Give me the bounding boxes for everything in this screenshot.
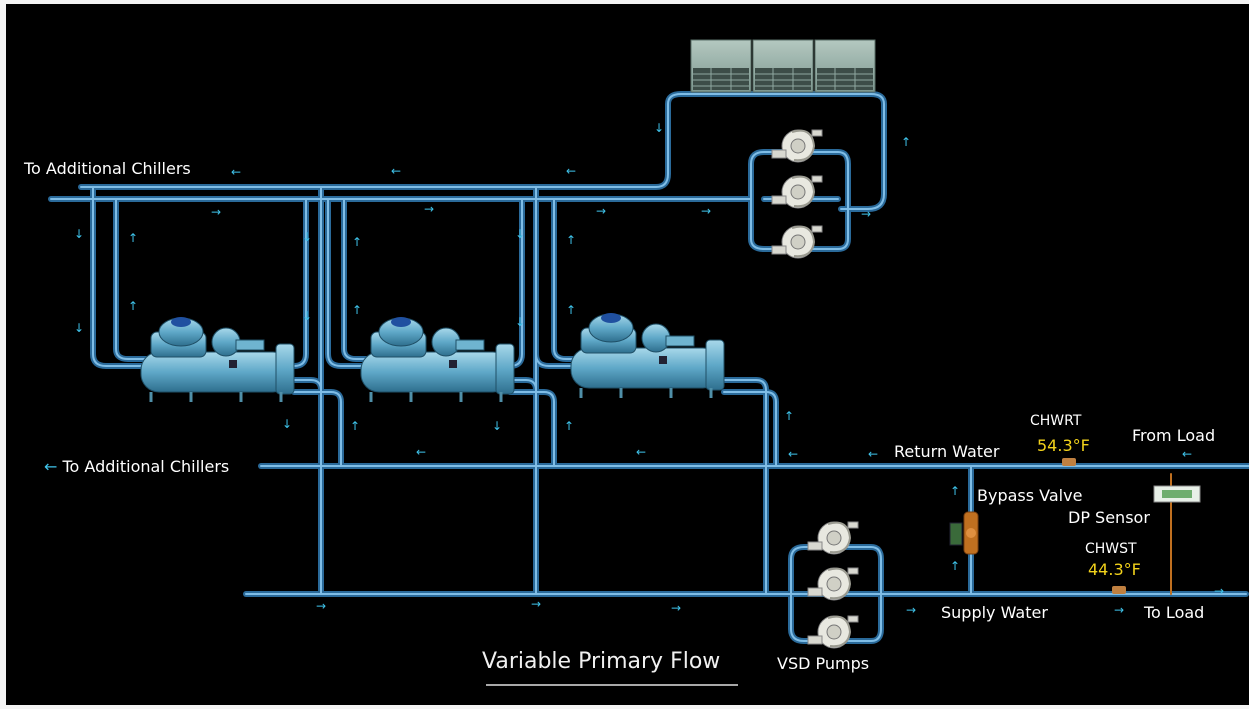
svg-text:↓: ↓	[492, 419, 502, 433]
svg-text:→: →	[424, 202, 434, 216]
svg-text:↓: ↓	[302, 230, 312, 244]
svg-text:→: →	[1214, 584, 1224, 598]
svg-text:→: →	[1114, 603, 1124, 617]
chwst-label: CHWST	[1085, 541, 1137, 557]
svg-text:←: ←	[391, 164, 401, 178]
svg-text:→: →	[671, 601, 681, 615]
diagram-canvas: ← ← ← → → → → → ↓ ↑ ↓ ↑ ↓ ↓ ↑ ↓ ↑ ↓ ↑ ↓ ↑ ↑ ↓ ↑ ↓ ↑ ↑ ← ← ← ←…	[6, 4, 1249, 705]
cooling-tower-icon	[690, 39, 876, 93]
temperature-sensor-icon	[1062, 458, 1076, 466]
bypass-valve-icon	[949, 511, 979, 555]
svg-text:↓: ↓	[302, 309, 312, 323]
svg-text:←: ←	[868, 447, 878, 461]
diagram-title: Variable Primary Flow	[482, 649, 721, 674]
svg-text:←: ←	[566, 164, 576, 178]
pump-icon	[771, 175, 823, 209]
chiller-icon	[139, 315, 296, 404]
svg-text:↑: ↑	[784, 409, 794, 423]
chiller-icon	[569, 311, 726, 400]
to-load-label: To Load	[1144, 603, 1205, 622]
pipes	[48, 91, 1249, 644]
svg-text:→: →	[531, 597, 541, 611]
pump-icon	[771, 129, 823, 163]
svg-text:↓: ↓	[515, 315, 525, 329]
svg-text:→: →	[861, 207, 871, 221]
svg-text:→: →	[906, 603, 916, 617]
return-water-label: Return Water	[894, 442, 1000, 461]
to-additional-chillers-label: ← To Additional Chillers	[44, 457, 230, 476]
svg-text:↑: ↑	[564, 419, 574, 433]
dp-sensor-icon	[1153, 485, 1201, 503]
to-additional-chillers-label: To Additional Chillers	[24, 159, 191, 178]
svg-text:↓: ↓	[282, 417, 292, 431]
svg-text:↑: ↑	[901, 135, 911, 149]
svg-text:↑: ↑	[950, 484, 960, 498]
svg-text:↑: ↑	[352, 303, 362, 317]
svg-text:↓: ↓	[74, 227, 84, 241]
svg-text:↑: ↑	[350, 419, 360, 433]
svg-text:↑: ↑	[950, 559, 960, 573]
svg-text:←: ←	[1182, 447, 1192, 461]
svg-text:→: →	[211, 205, 221, 219]
temperature-sensor-icon	[1112, 586, 1126, 594]
svg-text:←: ←	[231, 165, 241, 179]
svg-text:→: →	[316, 599, 326, 613]
bypass-valve-label: Bypass Valve	[977, 486, 1083, 505]
chwrt-value: 54.3°F	[1037, 436, 1090, 455]
supply-water-label: Supply Water	[941, 603, 1048, 622]
svg-text:→: →	[701, 204, 711, 218]
dp-sensor-label: DP Sensor	[1068, 508, 1150, 527]
svg-text:←: ←	[636, 445, 646, 459]
svg-text:↓: ↓	[654, 121, 664, 135]
svg-text:←: ←	[416, 445, 426, 459]
pump-icon	[771, 225, 823, 259]
chiller-icon	[359, 315, 516, 404]
chwst-value: 44.3°F	[1088, 560, 1141, 579]
svg-text:↓: ↓	[74, 321, 84, 335]
svg-text:↑: ↑	[128, 299, 138, 313]
chwrt-label: CHWRT	[1030, 413, 1082, 429]
svg-text:↑: ↑	[566, 303, 576, 317]
svg-text:↑: ↑	[566, 233, 576, 247]
svg-text:→: →	[596, 204, 606, 218]
svg-text:↑: ↑	[128, 231, 138, 245]
vsd-pumps-label: VSD Pumps	[777, 654, 870, 673]
svg-text:↓: ↓	[515, 227, 525, 241]
piping-diagram: ← ← ← → → → → → ↓ ↑ ↓ ↑ ↓ ↓ ↑ ↓ ↑ ↓ ↑ ↓ ↑ ↑ ↓ ↑ ↓ ↑ ↑ ← ← ← ←…	[48, 39, 1249, 686]
svg-text:↑: ↑	[352, 235, 362, 249]
svg-text:←: ←	[788, 447, 798, 461]
from-load-label: From Load	[1132, 426, 1216, 445]
flow-arrows: ← ← ← → → → → → ↓ ↑ ↓ ↑ ↓ ↓ ↑ ↓ ↑ ↓ ↑ ↓ ↑ ↑ ↓ ↑ ↓ ↑ ↑ ← ← ← ←…	[74, 121, 1224, 617]
